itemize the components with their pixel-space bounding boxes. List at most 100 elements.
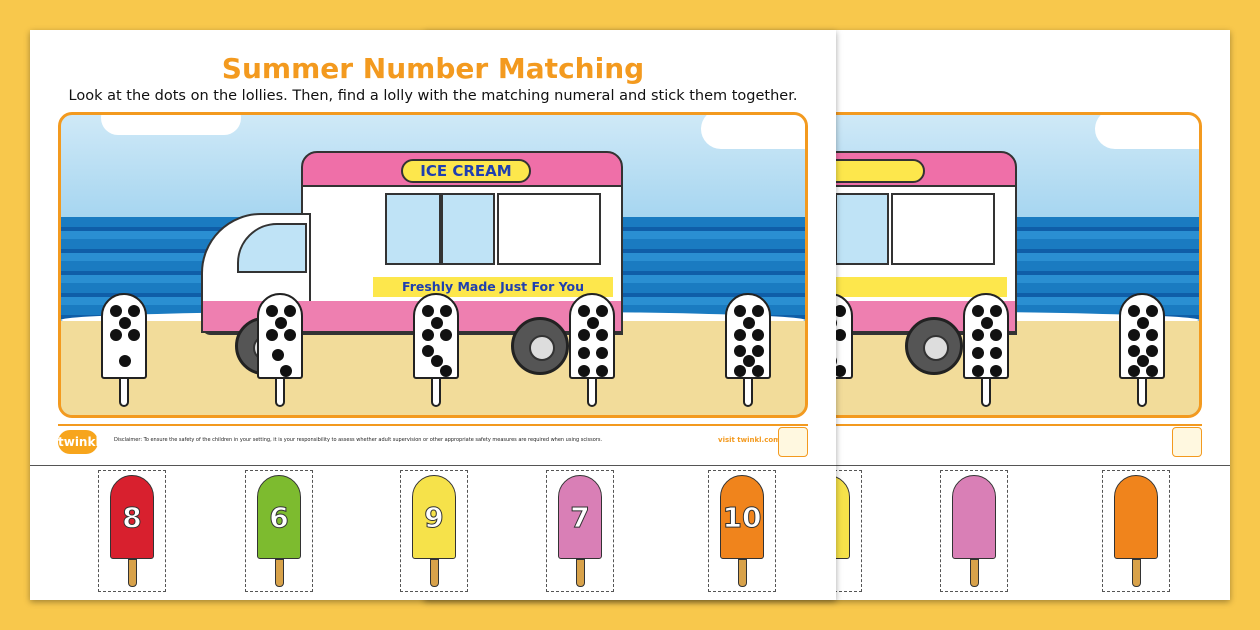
dot [1146,345,1158,357]
quality-badge [1172,427,1202,457]
dot [1128,345,1140,357]
wheel [511,317,569,375]
dot [119,355,131,367]
dot [1146,365,1158,377]
dot [752,345,764,357]
dot-lolly [257,293,303,407]
dot [1137,355,1149,367]
cloud [1095,115,1199,149]
dot [440,329,452,341]
dot [284,329,296,341]
lolly-stick [970,559,979,587]
number-lolly: 8 [110,475,154,559]
dot [266,329,278,341]
dot [834,365,846,377]
dot [275,317,287,329]
lolly-stick [738,559,747,587]
number-lolly: 7 [558,475,602,559]
dot [990,329,1002,341]
cloud [701,115,805,149]
dot [596,305,608,317]
dot [834,305,846,317]
dot [1128,365,1140,377]
ice-cream-menu [891,193,995,265]
dot [578,347,590,359]
dot [1146,305,1158,317]
cloud [101,115,241,135]
wheel [905,317,963,375]
dot [266,305,278,317]
dot [431,317,443,329]
number-lolly-cutout[interactable] [1102,470,1170,592]
dot [752,365,764,377]
footer-divider [58,424,808,426]
dot [734,365,746,377]
number-lolly: 10 [720,475,764,559]
number-lolly-cutout[interactable]: 8 [98,470,166,592]
number-lolly: 9 [412,475,456,559]
dot [743,355,755,367]
twinkl-logo: twinkl [58,430,100,454]
lolly-stick [430,559,439,587]
dot [422,345,434,357]
dot [596,347,608,359]
dot [422,305,434,317]
dot [128,329,140,341]
dot-lolly [1119,293,1165,407]
ice-cream-menu [497,193,601,265]
dot [972,347,984,359]
dot-lolly [101,293,147,407]
cut-line [30,465,836,466]
number-lolly: 6 [257,475,301,559]
dot [440,365,452,377]
lolly-stick [576,559,585,587]
dot [440,305,452,317]
dot [734,305,746,317]
dot-lolly [963,293,1009,407]
worksheet-title: Summer Number Matching [221,52,645,85]
dot [128,305,140,317]
dot [578,305,590,317]
lolly-stick [128,559,137,587]
dot [1146,329,1158,341]
number-lolly-cutout[interactable]: 9 [400,470,468,592]
dot [734,329,746,341]
dot [834,329,846,341]
dot [110,329,122,341]
dot [280,365,292,377]
dot [990,347,1002,359]
dot [990,305,1002,317]
dot [1128,305,1140,317]
dot-lolly [725,293,771,407]
dot [743,317,755,329]
number-lolly-cutout[interactable] [940,470,1008,592]
dot [119,317,131,329]
dot [284,305,296,317]
number-lolly-cutout[interactable]: 7 [546,470,614,592]
dot [587,317,599,329]
dot-lolly [569,293,615,407]
quality-badge [778,427,808,457]
dot [734,345,746,357]
dot [596,329,608,341]
number-lolly-cutout[interactable]: 10 [708,470,776,592]
dot [272,349,284,361]
dot [422,329,434,341]
dot [578,365,590,377]
dot [752,305,764,317]
dot [752,329,764,341]
twinkl-link[interactable]: visit twinkl.com [718,436,781,444]
dot [431,355,443,367]
lolly-stick [275,559,284,587]
van-banner: Freshly Made Just For You [373,277,613,297]
dot [1137,317,1149,329]
dot [578,329,590,341]
dot [1128,329,1140,341]
number-lolly-cutout[interactable]: 6 [245,470,313,592]
dot [972,365,984,377]
number-lolly [952,475,996,559]
dot [981,317,993,329]
lolly-stick [1132,559,1141,587]
instructions: Look at the dots on the lollies. Then, f… [68,88,798,104]
dot [972,329,984,341]
